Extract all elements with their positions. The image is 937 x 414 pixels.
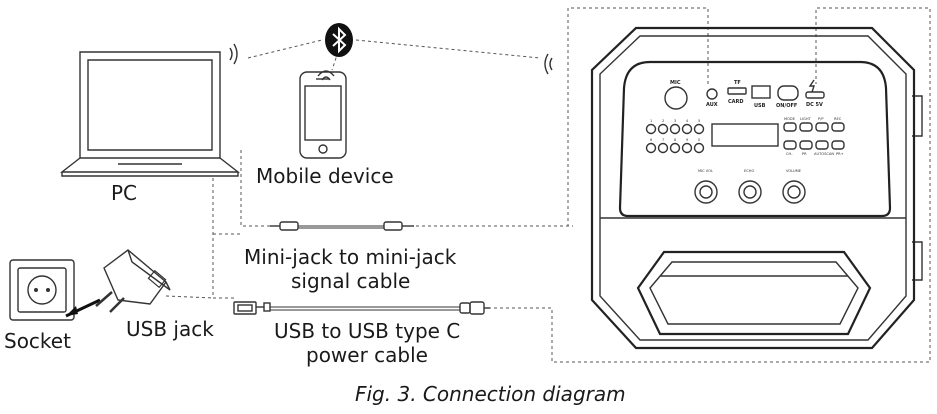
mini-jack-cable-icon xyxy=(270,221,414,231)
mode-label: AUTOSCAN xyxy=(814,152,834,156)
knob-label-volume: VOLUME xyxy=(786,169,802,173)
speaker-control-panel: MIC AUX TF CARD USB ON/OFF DC 5V xyxy=(664,79,825,110)
mobile-device-icon xyxy=(299,71,347,159)
mode-label: PR xyxy=(802,152,807,156)
usb-port-label: USB xyxy=(754,103,766,109)
btn-num-label: 5 xyxy=(698,119,700,123)
mode-buttons: MODE LIGHT P/P REC CH- PR AUTOSCAN PR+ xyxy=(783,117,845,156)
tf-card-label-top: TF xyxy=(734,80,741,86)
usb-cable-label-1: USB to USB type C xyxy=(274,319,460,343)
figure-caption: Fig. 3. Connection diagram xyxy=(355,382,626,406)
btn-num-label: 4 xyxy=(686,119,689,123)
lightning-icon xyxy=(808,79,815,93)
usb-cable-label-2: power cable xyxy=(306,343,428,367)
power-switch-label: ON/OFF xyxy=(776,103,797,109)
mode-label: REC xyxy=(834,117,842,121)
usb-jack-label: USB jack xyxy=(126,317,214,341)
aux-jack-icon xyxy=(706,88,718,100)
bluetooth-dashed-links xyxy=(247,39,541,71)
speaker-device xyxy=(590,26,923,350)
tf-card-label-bottom: CARD xyxy=(728,99,744,105)
pc-label: PC xyxy=(111,181,137,205)
wall-socket-icon xyxy=(9,259,75,321)
knob-label-mic-vol: MIC VOL xyxy=(698,169,713,173)
mode-label: CH- xyxy=(786,152,793,156)
tf-card-slot-icon xyxy=(727,87,747,95)
usb-port-icon xyxy=(751,85,771,99)
knob-label-echo: ECHO xyxy=(744,169,754,173)
usb-cable-icon xyxy=(233,301,490,315)
mini-jack-cable-label-1: Mini-jack to mini-jack xyxy=(244,245,457,269)
btn-num-label: 7 xyxy=(662,138,664,142)
btn-num-label: 6 xyxy=(650,138,653,142)
mobile-device-label: Mobile device xyxy=(256,164,394,188)
btn-num-label: 1 xyxy=(650,119,652,123)
mini-jack-cable-label-2: signal cable xyxy=(291,269,410,293)
btn-num-label: 2 xyxy=(662,119,664,123)
lcd-display xyxy=(711,123,779,147)
btn-num-label: 9 xyxy=(686,138,689,142)
btn-num-label: 0 xyxy=(698,138,701,142)
number-buttons-top: 1 2 3 4 5 xyxy=(645,119,705,135)
usb-charger-icon xyxy=(95,249,171,313)
bluetooth-icon xyxy=(325,23,353,57)
control-knobs: MIC VOL ECHO VOLUME xyxy=(694,169,806,204)
mic-jack-icon xyxy=(664,86,688,110)
socket-label: Socket xyxy=(4,329,71,353)
mic-port-label: MIC xyxy=(670,80,681,86)
dc-port-label: DC 5V xyxy=(806,102,823,108)
number-buttons-bottom: 6 7 8 9 0 xyxy=(645,138,705,154)
mode-label: PR+ xyxy=(836,152,844,156)
plug-arrow-head-icon xyxy=(66,306,78,316)
mode-label: LIGHT xyxy=(800,117,812,121)
wired-dashed-links xyxy=(165,7,931,363)
dc-port-icon xyxy=(805,91,825,99)
mode-label: MODE xyxy=(784,117,796,121)
btn-num-label: 8 xyxy=(674,138,677,142)
btn-num-label: 3 xyxy=(674,119,676,123)
mode-label: P/P xyxy=(818,117,824,121)
laptop-icon xyxy=(59,51,241,177)
power-switch-icon xyxy=(777,85,799,101)
signal-wave-icon xyxy=(229,43,553,81)
aux-port-label: AUX xyxy=(706,102,718,108)
